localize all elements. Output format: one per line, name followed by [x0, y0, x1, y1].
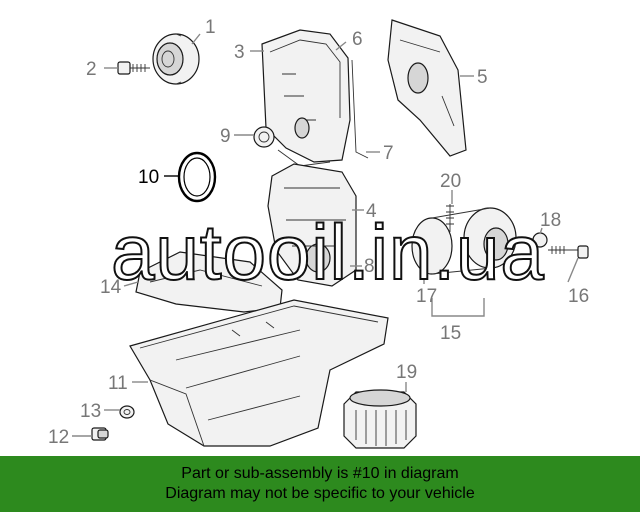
callout-6: 6	[352, 29, 363, 50]
callout-17: 17	[416, 286, 437, 307]
o-ring-part-10	[177, 151, 217, 203]
drain-washer	[119, 405, 135, 419]
leader-lines	[72, 33, 579, 437]
callout-3: 3	[234, 42, 245, 63]
oil-filter	[343, 389, 417, 449]
callout-15: 15	[440, 323, 461, 344]
callout-7: 7	[383, 143, 394, 164]
callout-20: 20	[440, 171, 461, 192]
exploded-parts-diagram: 1 2 3 4 5 6 7 8 9 10 11 12 13 14 15 16 1…	[48, 17, 589, 449]
pulley-bolt	[117, 61, 150, 75]
callout-5: 5	[477, 67, 488, 88]
callout-4: 4	[366, 201, 377, 222]
callout-10-highlighted: 10	[138, 167, 159, 188]
union-bolt	[532, 232, 589, 259]
callout-16: 16	[568, 286, 589, 307]
callout-14: 14	[100, 277, 122, 298]
oil-pump-body	[267, 163, 357, 287]
callout-12: 12	[48, 427, 69, 448]
callout-13: 13	[80, 401, 101, 422]
timing-hole-plug	[253, 126, 275, 148]
callout-11: 11	[108, 373, 128, 394]
crankshaft-pulley	[152, 33, 200, 85]
callout-9: 9	[220, 126, 231, 147]
drain-plug	[91, 427, 109, 441]
timing-cover	[261, 29, 351, 163]
callout-1: 1	[205, 17, 216, 38]
banner-line-1: Part or sub-assembly is #10 in diagram	[181, 465, 459, 482]
callout-labels: 1 2 3 4 5 6 7 8 9 10 11 12 13 14 15 16 1…	[48, 17, 589, 448]
rear-timing-plate	[387, 19, 467, 157]
callout-18: 18	[540, 210, 561, 231]
info-banner: Part or sub-assembly is #10 in diagram D…	[0, 456, 640, 512]
banner-line-2: Diagram may not be specific to your vehi…	[165, 485, 475, 502]
filter-bracket	[411, 207, 517, 275]
stud-bolt	[446, 204, 454, 232]
callout-2: 2	[86, 59, 97, 80]
oil-pan	[129, 299, 389, 447]
watermark-text: autooil.in.ua	[110, 208, 545, 296]
callout-8: 8	[364, 256, 375, 277]
callout-19: 19	[396, 362, 417, 383]
